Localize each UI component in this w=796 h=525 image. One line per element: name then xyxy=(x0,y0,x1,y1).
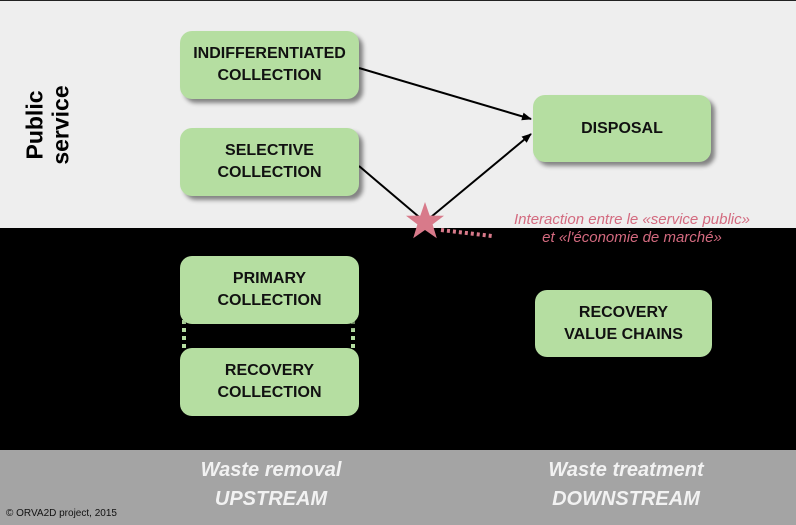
downstream-label: Waste treatment DOWNSTREAM xyxy=(496,456,756,514)
recovery-collection-label: RECOVERY COLLECTION xyxy=(217,362,322,401)
arrow-selective-to-disposal xyxy=(358,133,532,224)
copyright-notice: © ORVA2D project, 2015 xyxy=(6,508,117,519)
waste-removal-text: Waste removal xyxy=(200,459,342,481)
waste-treatment-text: Waste treatment xyxy=(548,459,704,481)
upstream-text: UPSTREAM xyxy=(214,488,328,510)
upstream-label: Waste removal UPSTREAM xyxy=(141,456,401,514)
interaction-annotation-line2: et «l'économie de marché» xyxy=(542,229,722,246)
recovery-value-chains-label: RECOVERY VALUE CHAINS xyxy=(564,303,683,343)
indifferentiated-collection-box: INDIFFERENTIATED COLLECTION xyxy=(180,31,359,99)
selective-collection-box: SELECTIVE COLLECTION xyxy=(180,128,359,196)
selective-collection-label: SELECTIVE COLLECTION xyxy=(217,142,322,181)
arrow-indifferentiated-to-disposal xyxy=(358,67,532,121)
annotation-dotted-connector xyxy=(440,228,493,238)
stage-labels-band xyxy=(0,450,796,525)
recovery-value-chains-box: RECOVERY VALUE CHAINS xyxy=(535,290,712,357)
recovery-collection-box: RECOVERY COLLECTION xyxy=(180,348,359,416)
interaction-annotation-line1: Interaction entre le «service public» xyxy=(514,211,750,228)
primary-collection-label: PRIMARY COLLECTION xyxy=(217,270,322,309)
primary-collection-box: PRIMARY COLLECTION xyxy=(180,256,359,324)
interaction-annotation: Interaction entre le «service public» et… xyxy=(488,211,776,247)
interaction-star-icon xyxy=(406,202,444,239)
disposal-label: DISPOSAL xyxy=(581,119,663,137)
indifferentiated-collection-label: INDIFFERENTIATED COLLECTION xyxy=(193,45,346,84)
downstream-text: DOWNSTREAM xyxy=(552,488,700,510)
disposal-box: DISPOSAL xyxy=(533,95,711,162)
